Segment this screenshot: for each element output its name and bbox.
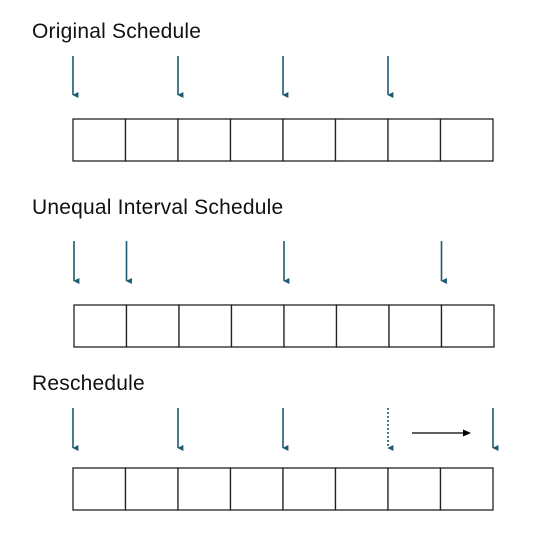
section-title-reschedule: Reschedule xyxy=(32,372,145,395)
timeline-slot xyxy=(72,118,127,162)
timeline-slot xyxy=(283,304,338,348)
timeline-slot xyxy=(229,118,284,162)
timeline-slot xyxy=(72,467,127,511)
timeline-slot xyxy=(282,467,337,511)
timeline-slot xyxy=(335,304,390,348)
schedule-section xyxy=(72,408,499,511)
timeline-slot xyxy=(439,467,494,511)
timeline-slot xyxy=(439,118,494,162)
shift-arrow-head xyxy=(463,429,471,437)
timeline-slot xyxy=(230,304,285,348)
timeline-slot xyxy=(440,304,495,348)
timeline-slot xyxy=(387,118,442,162)
timeline-slot xyxy=(178,304,233,348)
timeline-slot xyxy=(387,467,442,511)
timeline-slot xyxy=(73,304,128,348)
timeline-slot xyxy=(282,118,337,162)
timeline-slot xyxy=(334,467,389,511)
timeline-slot xyxy=(124,118,179,162)
timeline-slot xyxy=(125,304,180,348)
timeline-slot xyxy=(124,467,179,511)
timeline-slot xyxy=(177,118,232,162)
section-title-original: Original Schedule xyxy=(32,20,202,43)
timeline-slot xyxy=(334,118,389,162)
timeline-slot xyxy=(229,467,284,511)
section-title-unequal: Unequal Interval Schedule xyxy=(32,196,284,219)
timeline-slot xyxy=(388,304,443,348)
schedule-section xyxy=(73,241,495,348)
timeline-slot xyxy=(177,467,232,511)
schedule-section xyxy=(72,56,494,162)
